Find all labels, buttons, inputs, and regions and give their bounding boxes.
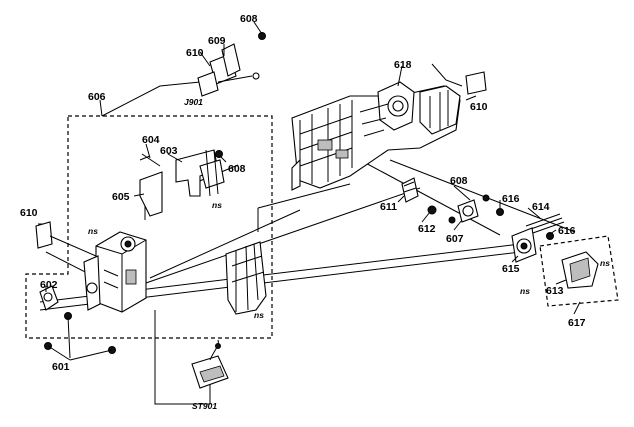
label-ns-1: ns — [212, 200, 222, 210]
label-614: 614 — [532, 201, 550, 213]
label-603: 603 — [160, 145, 178, 157]
sheet-610-right — [465, 71, 487, 95]
label-611: 611 — [380, 201, 397, 213]
label-612: 612 — [418, 223, 436, 235]
label-618: 618 — [394, 59, 412, 71]
terminal-st901 — [191, 339, 229, 389]
gear-607 — [448, 194, 490, 224]
label-j901: J901 — [184, 97, 203, 107]
label-ns-2: ns — [88, 226, 98, 236]
assembly-boundary-617 — [539, 235, 619, 307]
label-608-mid: 608 — [228, 163, 246, 175]
label-616-top: 616 — [502, 193, 520, 205]
label-610-left: 610 — [20, 207, 38, 219]
label-613: 613 — [546, 285, 564, 297]
label-606: 606 — [88, 91, 106, 103]
label-609: 609 — [208, 35, 226, 47]
label-605: 605 — [112, 191, 130, 203]
part-613 — [561, 251, 599, 289]
label-616-right: 616 — [558, 225, 576, 237]
label-ns-3: ns — [254, 310, 264, 320]
shaft-lines — [39, 159, 576, 311]
label-608-right: 608 — [450, 175, 468, 187]
label-601: 601 — [52, 361, 70, 373]
connector-j901 — [197, 32, 266, 97]
sheet-610-left — [35, 221, 53, 249]
screws-601 — [44, 312, 116, 361]
label-st901: ST901 — [192, 401, 217, 411]
label-610-top: 610 — [186, 47, 204, 59]
label-610-right: 610 — [470, 101, 488, 113]
spring-gear-614-616 — [496, 208, 565, 263]
label-608-top: 608 — [240, 13, 258, 25]
leader-lines — [38, 21, 581, 315]
label-615: 615 — [502, 263, 520, 275]
label-607: 607 — [446, 233, 464, 245]
label-604: 604 — [142, 134, 160, 146]
lever-parts-603-605 — [139, 149, 225, 217]
main-chassis — [291, 81, 461, 191]
bracket-ns — [225, 241, 267, 315]
label-ns-5: ns — [600, 258, 610, 268]
assembly-boundary-606 — [25, 115, 273, 339]
label-ns-4: ns — [520, 286, 530, 296]
label-602: 602 — [40, 279, 58, 291]
callout-labels: 608 609 610 J901 606 604 603 608 605 ns … — [20, 13, 610, 411]
label-617: 617 — [568, 317, 586, 329]
left-block-assembly — [83, 231, 147, 313]
